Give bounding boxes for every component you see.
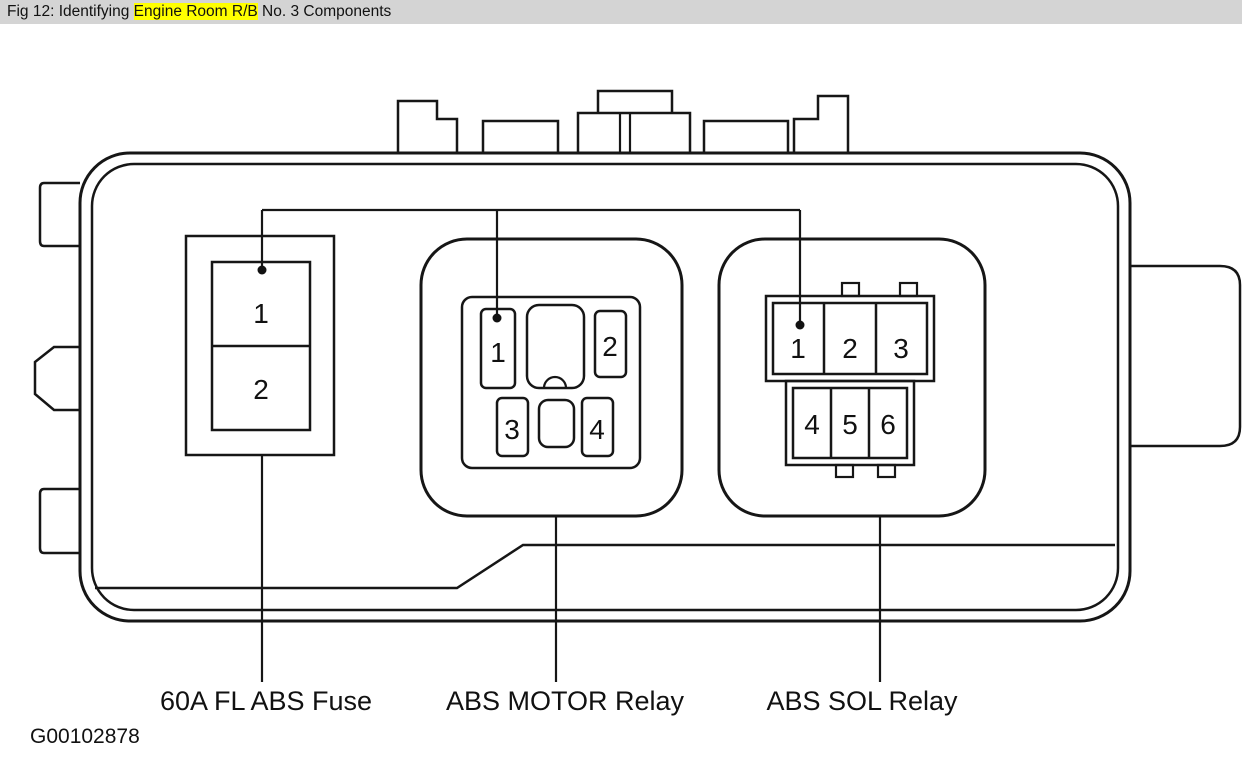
motor-small-slot — [537, 398, 576, 449]
right-tab — [1130, 264, 1242, 448]
left-tab-2 — [33, 345, 80, 412]
caption-text-before: Fig 12: Identifying — [7, 3, 134, 20]
fuse-outer-housing — [184, 234, 336, 457]
top-tabs — [396, 89, 850, 153]
motor-terminal-1: 1 — [490, 337, 506, 368]
top-tab-4 — [792, 94, 850, 153]
sol-top-tab-1 — [840, 281, 861, 298]
sol-terminal-2: 2 — [842, 333, 858, 364]
side-tabs — [33, 181, 1242, 555]
motor-terminal-2-slot — [593, 309, 628, 379]
sol-bottom-tab-2 — [876, 463, 897, 479]
abs-sol-relay: 1 2 3 4 5 6 — [717, 237, 987, 682]
top-tab-3 — [702, 119, 790, 153]
leader-dot-sol — [795, 320, 805, 330]
left-tab-1 — [38, 181, 80, 248]
top-tab-center — [576, 111, 692, 153]
top-tab-1 — [396, 99, 459, 153]
fl-abs-fuse: 1 2 — [184, 234, 336, 682]
top-tab-center-seam — [618, 113, 632, 153]
motor-terminal-4-slot — [580, 396, 615, 458]
motor-terminal-4: 4 — [589, 414, 605, 445]
sol-terminal-3: 3 — [893, 333, 909, 364]
sol-bottom-row — [791, 386, 909, 460]
motor-relay-cavity — [419, 237, 684, 518]
fuse-terminal-1: 1 — [253, 298, 269, 329]
sol-terminal-1: 1 — [790, 333, 806, 364]
sol-relay-cavity — [717, 237, 987, 518]
sol-top-tab-2 — [898, 281, 919, 298]
sol-top-row — [771, 301, 929, 376]
box-step-contour — [95, 543, 1115, 590]
fuse-box-outline — [78, 151, 1132, 623]
motor-center-slot — [525, 303, 586, 390]
leader-dot-motor — [492, 313, 502, 323]
sol-relay-label: ABS SOL Relay — [766, 686, 958, 716]
sol-terminal-5: 5 — [842, 409, 858, 440]
motor-terminal-2: 2 — [602, 331, 618, 362]
top-tab-2 — [481, 119, 560, 153]
motor-relay-label: ABS MOTOR Relay — [446, 686, 685, 716]
caption-text-after: No. 3 Components — [257, 3, 392, 20]
caption-text-highlight: Engine Room R/B — [133, 3, 258, 20]
left-tab-3 — [38, 487, 80, 555]
figure-caption-bar: Fig 12: Identifying Engine Room R/B No. … — [0, 0, 1242, 24]
sol-terminal-4: 4 — [804, 409, 820, 440]
component-labels: 60A FL ABS Fuse ABS MOTOR Relay ABS SOL … — [160, 686, 958, 716]
fuse-label: 60A FL ABS Fuse — [160, 686, 372, 716]
fuse-terminal-2: 2 — [253, 374, 269, 405]
motor-center-notch — [542, 375, 568, 389]
motor-relay-connector — [460, 295, 642, 470]
leader-dot-fuse — [257, 265, 267, 275]
top-tab-center-cap — [596, 89, 674, 113]
sol-bottom-tab-1 — [834, 463, 855, 479]
motor-terminal-3-slot — [495, 396, 530, 458]
figure-code: G00102878 — [30, 725, 140, 748]
sol-terminal-6: 6 — [880, 409, 896, 440]
motor-terminal-1-slot — [479, 307, 517, 390]
abs-motor-relay: 1 2 3 4 — [419, 237, 684, 682]
motor-terminal-3: 3 — [504, 414, 520, 445]
